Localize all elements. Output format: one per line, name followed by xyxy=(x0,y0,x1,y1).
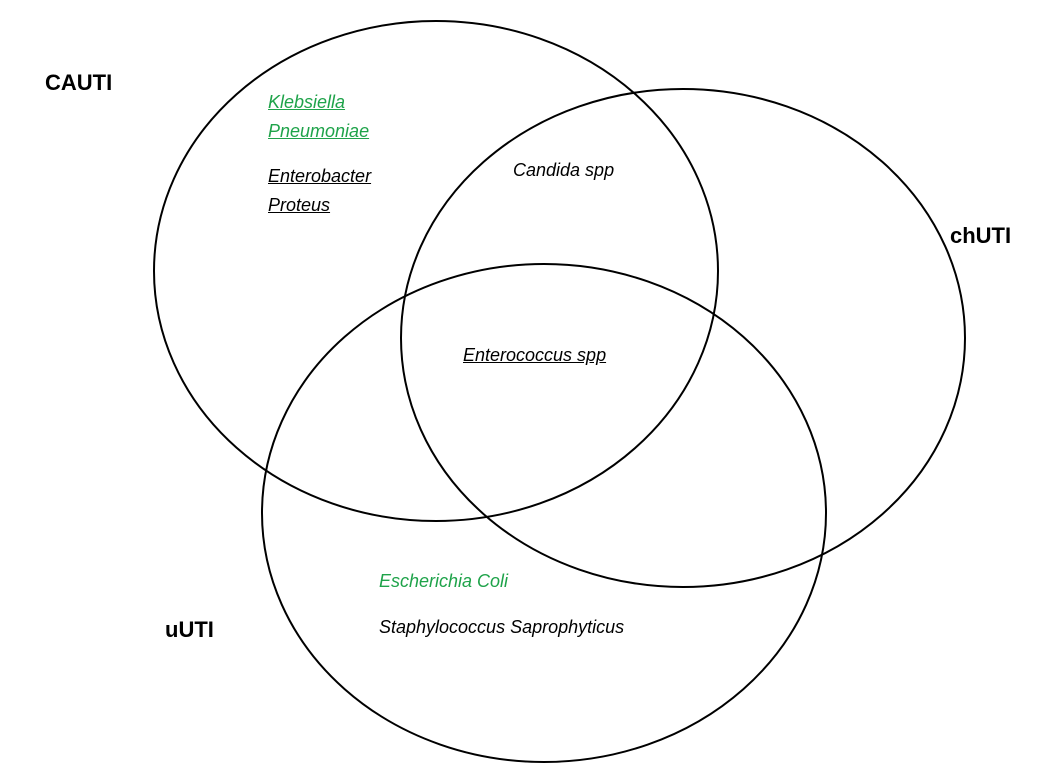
organism-pneumoniae: Pneumoniae xyxy=(268,121,370,141)
cauti-set-circle xyxy=(153,20,719,522)
cauti-label: CAUTI xyxy=(45,70,113,95)
chuti-label: chUTI xyxy=(950,223,1012,248)
organism-staphylococcus: Staphylococcus Saprophyticus xyxy=(379,617,625,637)
organism-enterococcus: Enterococcus spp xyxy=(463,345,607,365)
organism-escherichia-coli: Escherichia Coli xyxy=(379,571,509,591)
chuti-set-circle xyxy=(400,88,966,588)
organism-enterobacter: Enterobacter xyxy=(268,166,372,186)
organism-proteus: Proteus xyxy=(268,195,331,215)
uuti-label: uUTI xyxy=(165,617,214,642)
organism-klebsiella: Klebsiella xyxy=(268,92,346,112)
organism-candida: Candida spp xyxy=(513,160,615,180)
uuti-set-circle xyxy=(261,263,827,763)
